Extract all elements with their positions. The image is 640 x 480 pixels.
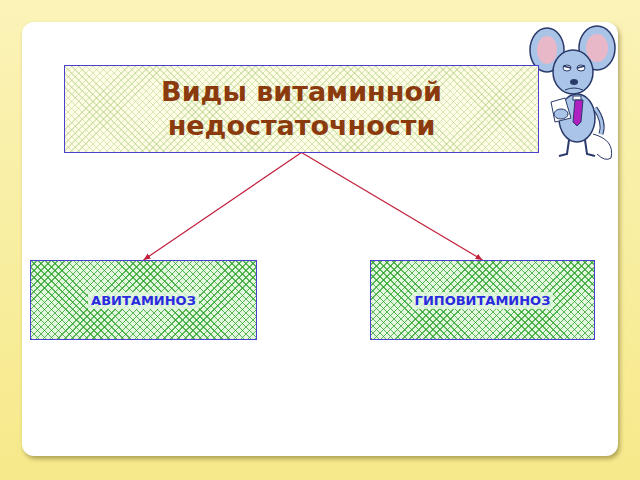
text-stack: АВИТАМИНОЗ [88, 292, 199, 309]
category-box: АВИТАМИНОЗ [30, 260, 257, 340]
text-stack: Виды витаминной недостаточности [65, 75, 538, 143]
node-label: Виды витаминной недостаточности [65, 75, 538, 143]
text-stack: ГИПОВИТАМИНОЗ [412, 292, 554, 309]
connector-arrow [302, 153, 483, 261]
mouse-illustration [525, 22, 625, 162]
node-label: АВИТАМИНОЗ [88, 292, 199, 309]
node-label: ГИПОВИТАМИНОЗ [412, 292, 554, 309]
connector-arrow [144, 153, 302, 261]
title-box: Виды витаминной недостаточности [64, 65, 539, 153]
category-box: ГИПОВИТАМИНОЗ [370, 260, 595, 340]
